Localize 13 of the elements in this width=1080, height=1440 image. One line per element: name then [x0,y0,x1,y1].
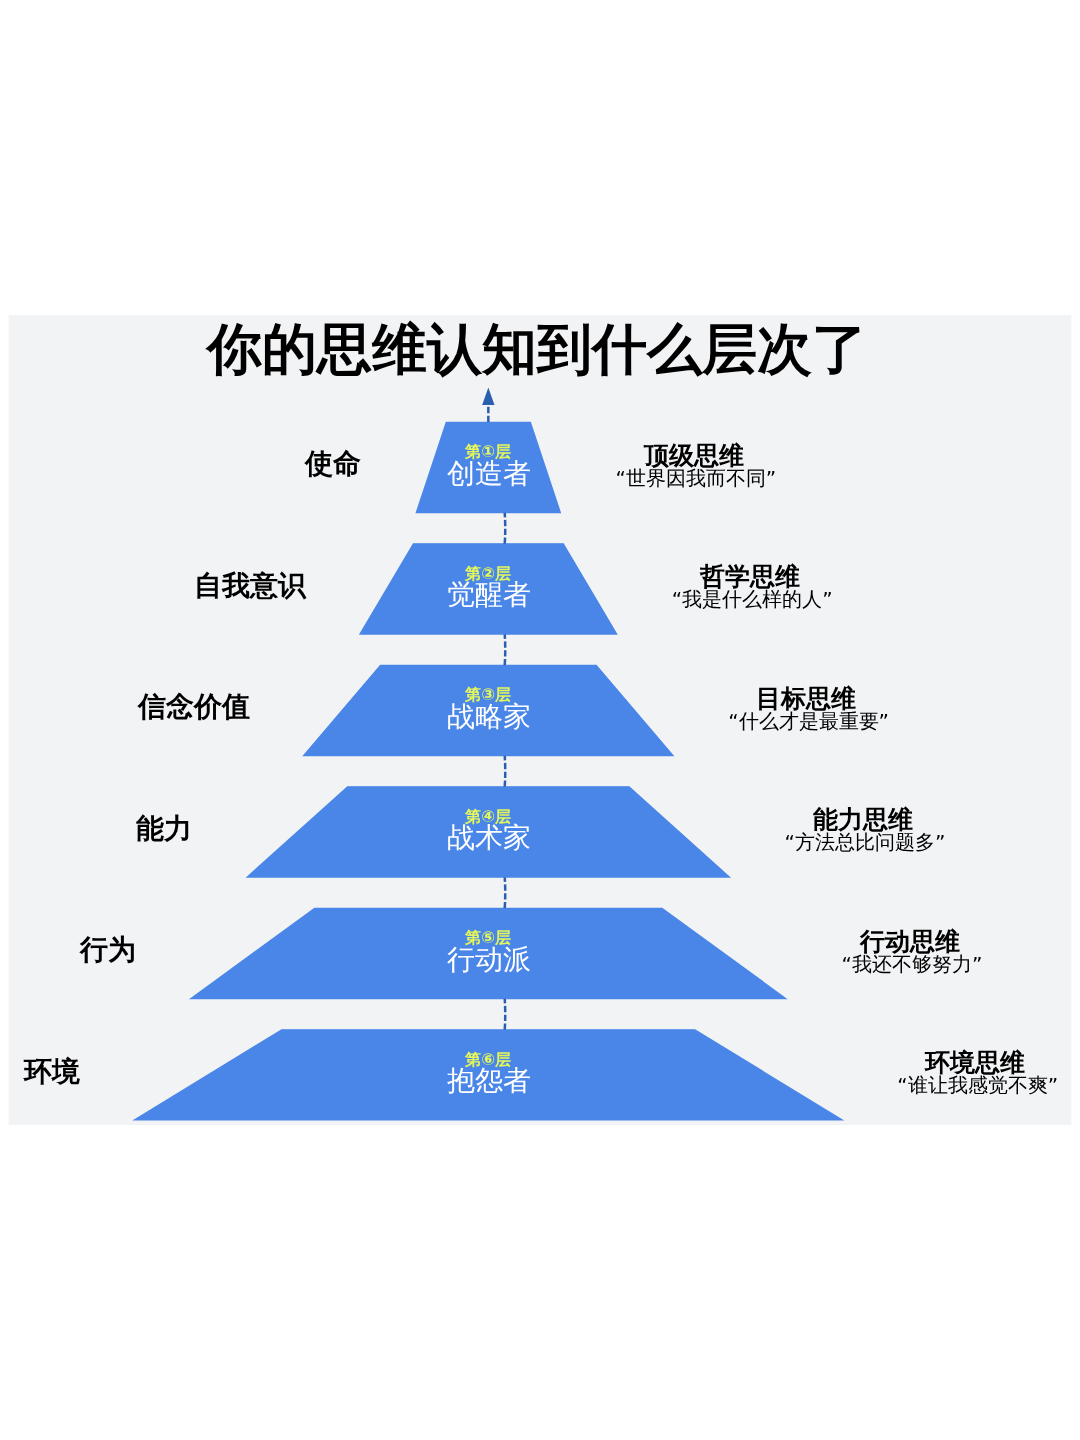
connector [503,755,507,787]
connector [503,634,507,666]
connector [503,512,507,544]
node-label: 行为 [80,933,137,966]
connector [503,998,507,1030]
diagram-title: 你的思维认知到什么层次了 [206,316,867,381]
node-label: 信念价值 [137,690,250,723]
node-label: 环境 [23,1054,80,1087]
node-label: 使命 [305,447,362,480]
arrow [482,387,495,423]
connector [503,877,507,909]
node-label: 能力 [136,811,193,844]
node-label: 自我意识 [194,568,306,601]
